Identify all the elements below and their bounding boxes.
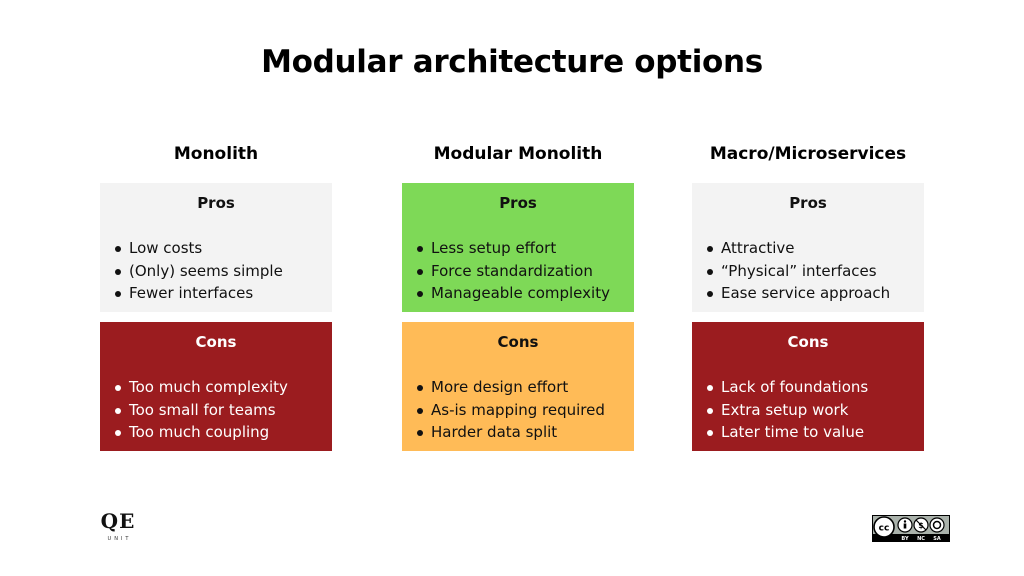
cons-list: More design effort As-is mapping require… <box>412 376 605 444</box>
pros-list: Less setup effort Force standardization … <box>412 237 610 305</box>
list-item: “Physical” interfaces <box>702 260 890 283</box>
microservices-pros-box: Pros Attractive “Physical” interfaces Ea… <box>692 183 924 312</box>
cons-list: Lack of foundations Extra setup work Lat… <box>702 376 868 444</box>
license-sa-label: SA <box>933 536 941 541</box>
cons-label: Cons <box>787 333 829 351</box>
column-heading-microservices: Macro/Microservices <box>709 144 907 164</box>
microservices-cons-box: Cons Lack of foundations Extra setup wor… <box>692 322 924 451</box>
pros-list: Low costs (Only) seems simple Fewer inte… <box>110 237 283 305</box>
cons-list: Too much complexity Too small for teams … <box>110 376 288 444</box>
license-by-label: BY <box>901 536 909 541</box>
modular-monolith-pros-box: Pros Less setup effort Force standardiza… <box>402 183 634 312</box>
list-item: Lack of foundations <box>702 376 868 399</box>
column-heading-modular-monolith: Modular Monolith <box>433 144 603 164</box>
pros-label: Pros <box>499 194 537 212</box>
modular-monolith-cons-box: Cons More design effort As-is mapping re… <box>402 322 634 451</box>
list-item: Less setup effort <box>412 237 610 260</box>
list-item: Manageable complexity <box>412 282 610 305</box>
page-title: Modular architecture options <box>261 44 763 80</box>
pros-label: Pros <box>197 194 235 212</box>
monolith-pros-box: Pros Low costs (Only) seems simple Fewer… <box>100 183 332 312</box>
list-item: Ease service approach <box>702 282 890 305</box>
license-badge-graphic: cc $ BY NC SA <box>873 516 949 542</box>
cons-label: Cons <box>497 333 539 351</box>
logo-main-text: QE <box>100 509 136 533</box>
list-item: Too much coupling <box>110 421 288 444</box>
list-item: Force standardization <box>412 260 610 283</box>
list-item: Low costs <box>110 237 283 260</box>
pros-label: Pros <box>789 194 827 212</box>
list-item: Fewer interfaces <box>110 282 283 305</box>
monolith-cons-box: Cons Too much complexity Too small for t… <box>100 322 332 451</box>
logo-sub-text: UNIT <box>107 536 132 542</box>
list-item: Extra setup work <box>702 399 868 422</box>
qe-unit-logo: QE UNIT <box>98 510 138 542</box>
pros-list: Attractive “Physical” interfaces Ease se… <box>702 237 890 305</box>
list-item: Too much complexity <box>110 376 288 399</box>
list-item: Harder data split <box>412 421 605 444</box>
svg-text:cc: cc <box>879 524 890 534</box>
license-nc-label: NC <box>917 536 925 541</box>
column-heading-monolith: Monolith <box>173 144 259 164</box>
list-item: Too small for teams <box>110 399 288 422</box>
cc-by-nc-sa-icon: cc $ BY NC SA <box>872 515 950 542</box>
cons-label: Cons <box>195 333 237 351</box>
list-item: More design effort <box>412 376 605 399</box>
list-item: (Only) seems simple <box>110 260 283 283</box>
list-item: Later time to value <box>702 421 868 444</box>
list-item: Attractive <box>702 237 890 260</box>
list-item: As-is mapping required <box>412 399 605 422</box>
